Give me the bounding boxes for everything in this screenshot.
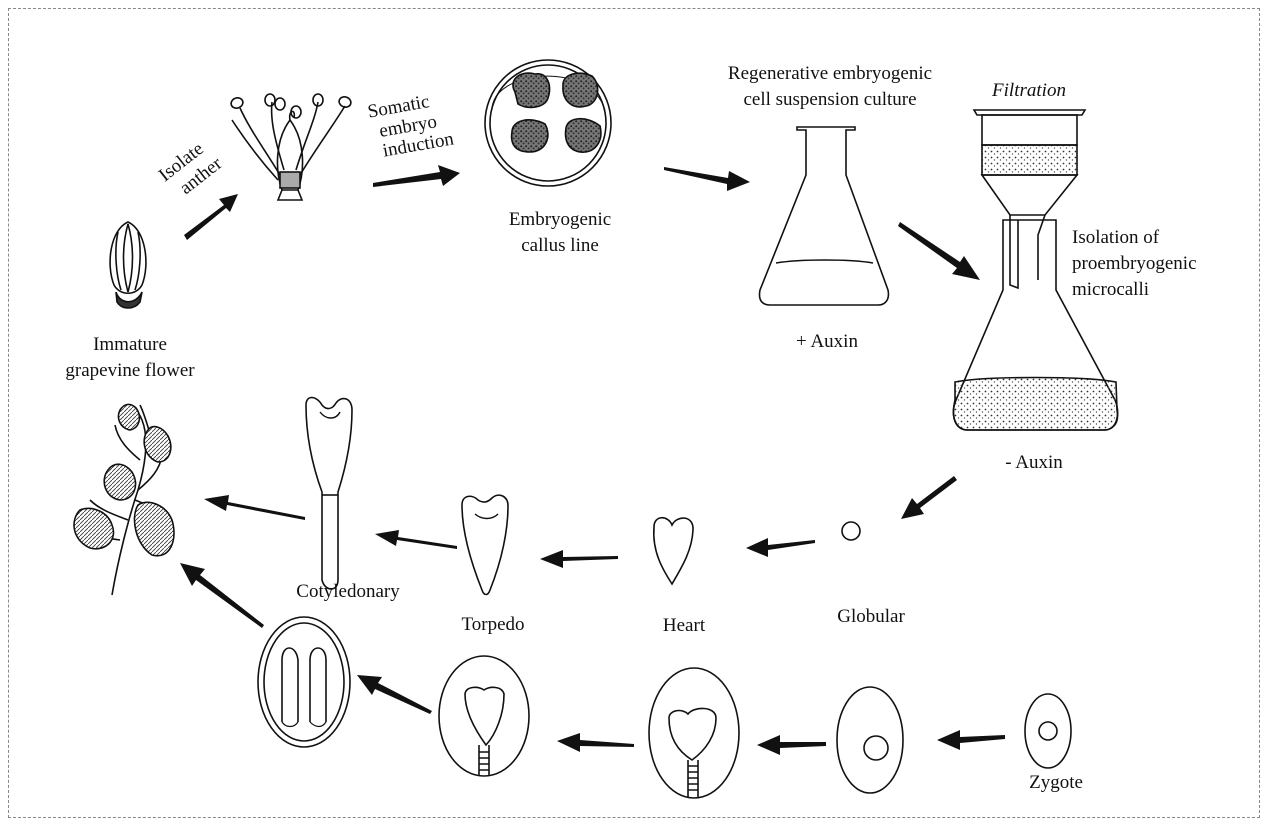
- label-immature-flower-line1: Immature: [93, 333, 167, 356]
- label-suspension-line2: cell suspension culture: [743, 88, 916, 111]
- heart-ovule-illustration: [649, 668, 739, 798]
- grapevine-plant-illustration: [74, 404, 174, 595]
- label-isolation-line3: microcalli: [1072, 278, 1149, 301]
- cotyledonary-ovule-illustration: [258, 617, 350, 747]
- arrow-to-globular: [901, 476, 957, 519]
- globular-ovule-illustration: [837, 687, 903, 793]
- arrow-torpedo-to-cotyledonary-ovule: [357, 675, 432, 714]
- torpedo-ovule-illustration: [439, 656, 529, 776]
- label-callus-line1: Embryogenic: [509, 208, 611, 231]
- petri-dish-illustration: [485, 60, 611, 186]
- label-plus-auxin: + Auxin: [796, 330, 858, 353]
- label-isolation-line2: proembryogenic: [1072, 252, 1197, 275]
- zygote-ovule-illustration: [1025, 694, 1071, 768]
- globular-embryo-illustration: [842, 522, 860, 540]
- cotyledonary-embryo-illustration: [306, 398, 352, 590]
- arrow-globular-to-heart-ovule: [757, 735, 826, 755]
- label-filtration: Filtration: [992, 79, 1066, 102]
- label-immature-flower-line2: grapevine flower: [65, 359, 194, 382]
- arrow-heart-to-torpedo: [540, 550, 618, 568]
- arrow-heart-to-torpedo-ovule: [557, 733, 634, 752]
- label-minus-auxin: - Auxin: [1005, 451, 1063, 474]
- flower-bud-illustration: [110, 222, 146, 308]
- suspension-flask-illustration: [759, 127, 888, 305]
- label-globular: Globular: [837, 605, 905, 628]
- label-zygote: Zygote: [1029, 771, 1083, 794]
- arrow-zygote-to-globular: [937, 730, 1005, 750]
- arrow-to-filtration: [898, 222, 980, 280]
- arrow-cotyledonary-to-plant: [204, 495, 305, 520]
- arrow-to-suspension: [664, 167, 750, 191]
- label-torpedo: Torpedo: [461, 613, 524, 636]
- label-suspension-line1: Regenerative embryogenic: [728, 62, 932, 85]
- arrow-globular-to-heart: [746, 538, 815, 557]
- label-isolation-line1: Isolation of: [1072, 226, 1159, 249]
- arrow-isolate-anther: [184, 194, 238, 240]
- arrow-somatic-induction: [373, 165, 460, 187]
- torpedo-embryo-illustration: [462, 495, 508, 594]
- label-heart: Heart: [663, 614, 705, 637]
- heart-embryo-illustration: [654, 518, 693, 584]
- arrow-ovule-to-plant: [180, 563, 264, 628]
- arrow-torpedo-to-cotyledonary: [375, 530, 457, 549]
- label-cotyledonary: Cotyledonary: [296, 580, 399, 603]
- anther-flower-illustration: [230, 94, 353, 200]
- label-callus-line2: callus line: [521, 234, 599, 257]
